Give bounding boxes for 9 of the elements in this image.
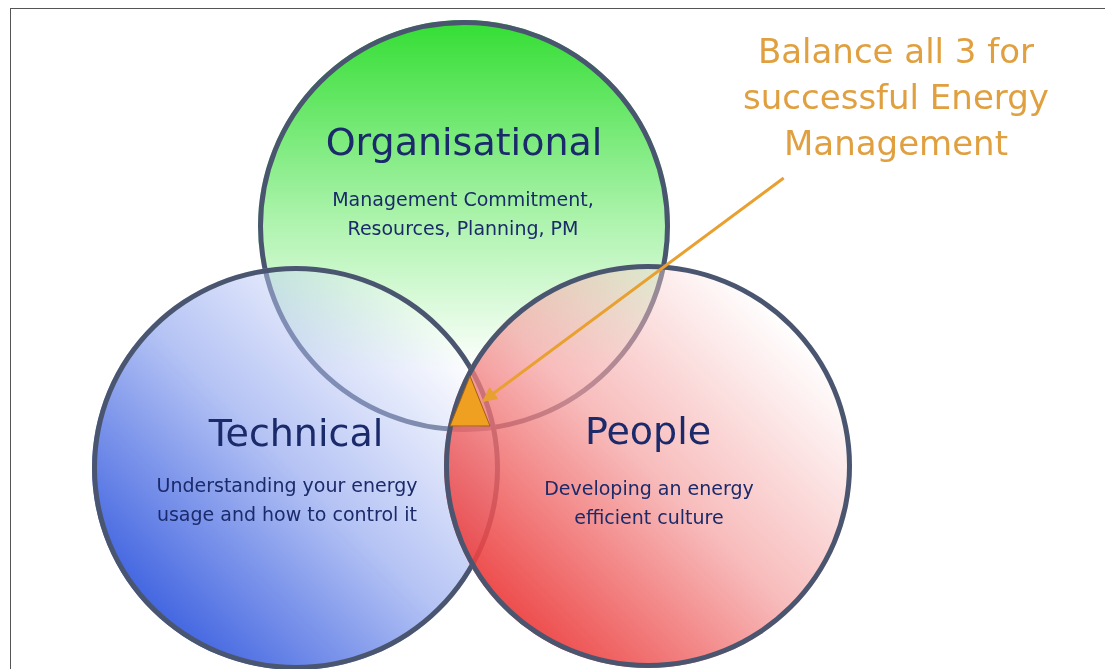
balance-triangle [448,374,492,428]
leader-arrow [482,176,785,403]
circle-description: Developing an energy efficient culture [543,476,755,530]
circle-description: Management Commitment, Resources, Planning, PM [331,187,595,241]
circle-heading: Technical [207,411,385,455]
circle-heading: Organisational [324,120,604,164]
callout-text: Balance all 3 for successful Energy Management [688,28,1104,178]
circle-heading: People [583,409,713,453]
circle-description: Understanding your energy usage and how to control it [155,473,419,527]
